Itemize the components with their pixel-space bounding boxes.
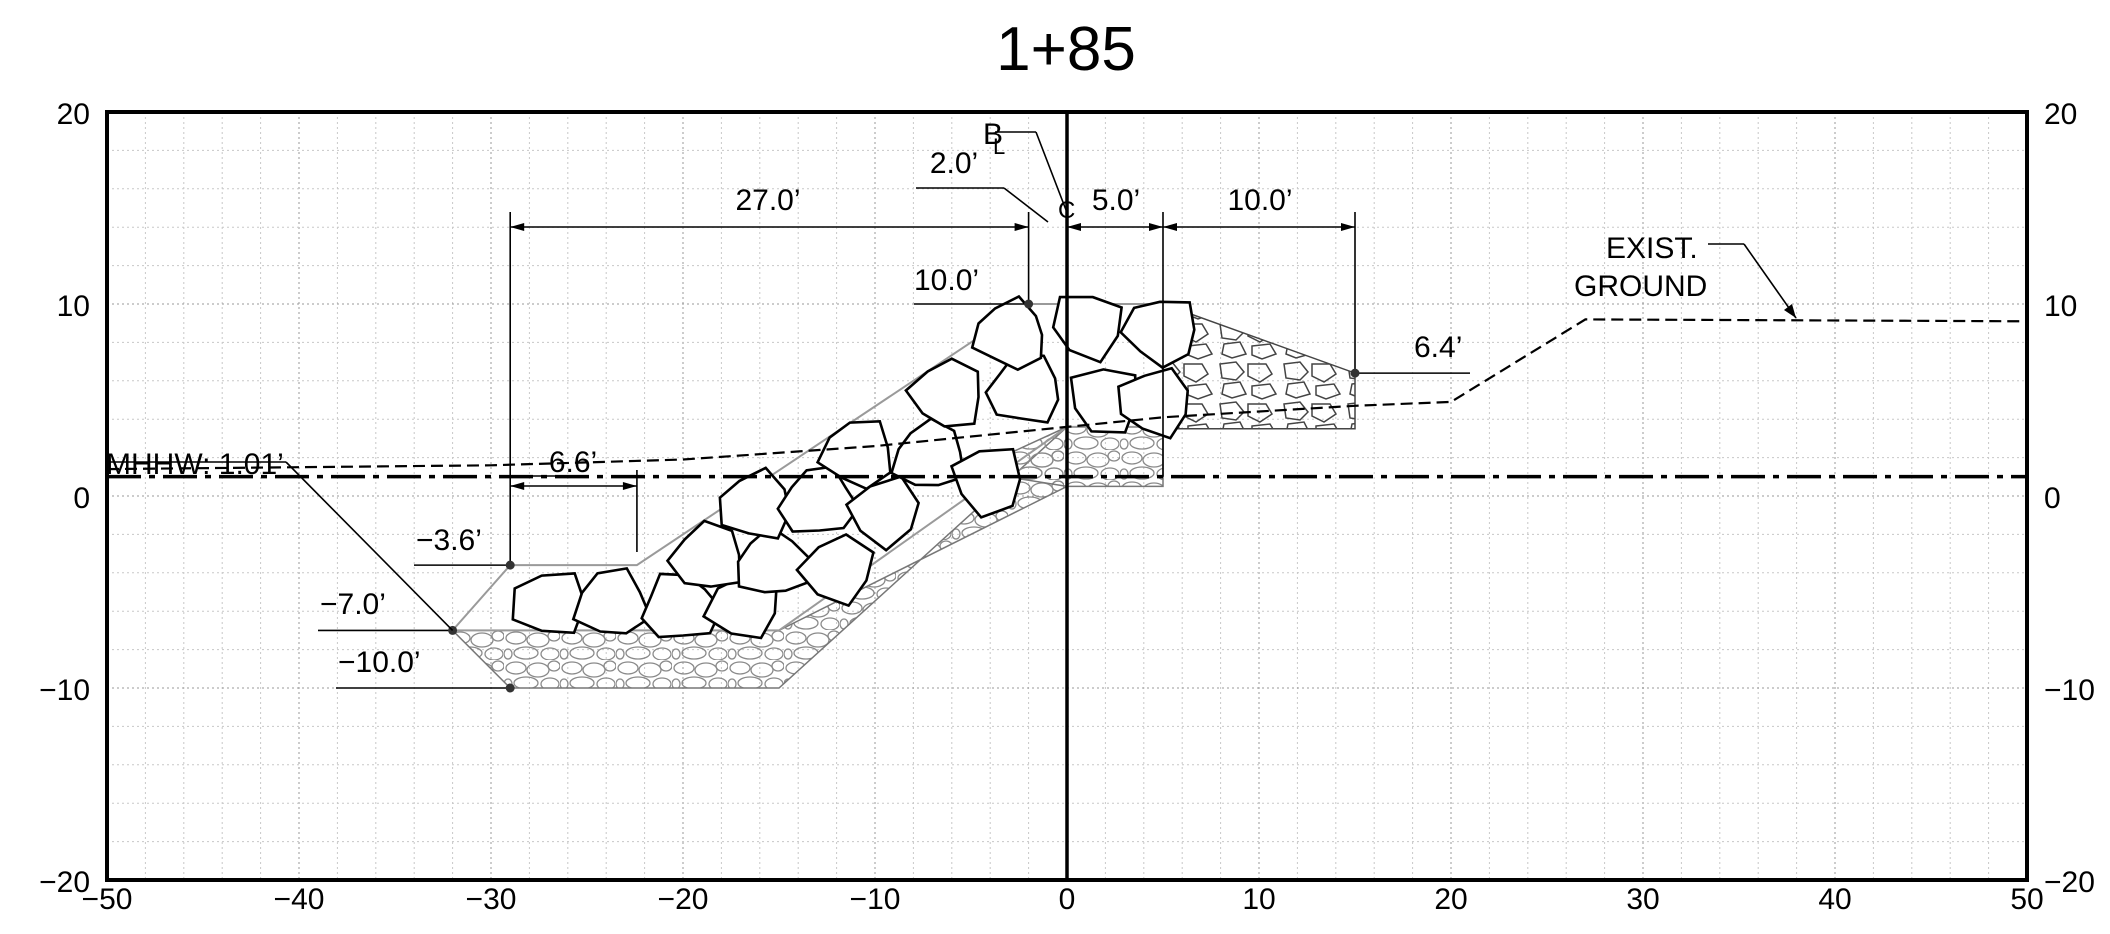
y-tick-label-left: 10 (57, 290, 90, 323)
x-tick-label: 10 (1242, 883, 1275, 916)
elevation-point (505, 560, 515, 570)
y-tick-label-left: −10 (39, 674, 90, 707)
x-tick-label: −20 (658, 883, 709, 916)
elevation-point (1024, 299, 1034, 309)
dim-label-5: 5.0’ (1092, 184, 1140, 217)
y-axis-left: 20 10 0 −10 −20 (39, 98, 90, 899)
annotations (106, 131, 1797, 693)
baseline-symbol-l: L (993, 134, 1005, 159)
mhhw-leader-line (285, 461, 454, 631)
armor-stone (904, 357, 980, 428)
exist-ground-label-line1: EXIST. (1606, 232, 1698, 265)
exist-ground-label-line2: GROUND (1574, 270, 1707, 303)
armor-stone (665, 519, 742, 588)
section-title: 1+85 (996, 15, 1136, 84)
armor-stone (1051, 295, 1124, 364)
dim-label-10-top: 10.0’ (1227, 184, 1292, 217)
x-tick-label: −40 (274, 883, 325, 916)
x-tick-label: 50 (2010, 883, 2043, 916)
armor-stone (949, 447, 1022, 519)
elevation-point (1350, 368, 1360, 378)
armor-stone (571, 566, 653, 635)
leader-line-baseline (1035, 131, 1067, 211)
dimension-arrowhead (1341, 223, 1355, 231)
exist-ground-arrowhead (1784, 304, 1796, 318)
armor-stone (844, 474, 921, 552)
armor-stone (1119, 300, 1196, 370)
elev-label-6-4: 6.4’ (1414, 331, 1462, 364)
mhhw-label: MHHW: 1.01’ (106, 448, 284, 481)
armor-stone (795, 533, 875, 608)
x-tick-label: 0 (1059, 883, 1076, 916)
leader-line-2 (1003, 187, 1049, 223)
x-tick-label: −50 (82, 883, 133, 916)
dimension-arrowhead (622, 482, 637, 490)
armor-stone (718, 466, 791, 540)
armor-stone (970, 294, 1044, 372)
y-axis-right: 20 10 0 −10 −20 (2044, 98, 2095, 899)
dimension-arrowhead (510, 223, 525, 231)
elevation-point (505, 683, 515, 693)
dimension-arrowhead (1163, 223, 1177, 231)
elev-label-m10: −10.0’ (338, 646, 421, 679)
x-tick-label: 30 (1626, 883, 1659, 916)
dimension-arrowhead (1014, 223, 1029, 231)
armor-stone (511, 572, 587, 635)
x-tick-label: −10 (850, 883, 901, 916)
exist-ground-leader (1743, 243, 1797, 319)
y-tick-label-right: 10 (2044, 290, 2077, 323)
existing-ground-line (106, 318, 2028, 471)
x-tick-label: −30 (466, 883, 517, 916)
dimension-arrowhead (510, 482, 525, 490)
elev-label-m7: −7.0’ (320, 588, 386, 621)
y-tick-label-left: 0 (73, 482, 90, 515)
x-axis: −50 −40 −30 −20 −10 0 10 20 30 40 50 (82, 883, 2044, 916)
y-tick-label-left: 20 (57, 98, 90, 131)
x-tick-label: 40 (1818, 883, 1851, 916)
dimension-arrowhead (1067, 223, 1081, 231)
elev-label-m3-6: −3.6’ (416, 524, 482, 557)
armor-stone (776, 465, 861, 533)
y-tick-label-right: 20 (2044, 98, 2077, 131)
centerline-symbol-c: C (1058, 197, 1075, 224)
dim-label-6-6: 6.6’ (549, 446, 597, 479)
y-tick-label-left: −20 (39, 866, 90, 899)
baseline-symbol-b: B (983, 118, 1003, 151)
dim-label-2: 2.0’ (930, 147, 978, 180)
elev-label-10: 10.0’ (914, 264, 979, 297)
dim-label-27: 27.0’ (735, 184, 800, 217)
y-tick-label-right: 0 (2044, 482, 2061, 515)
x-tick-label: 20 (1434, 883, 1467, 916)
section-layers (106, 112, 2028, 880)
dimension-arrowhead (1149, 223, 1163, 231)
y-tick-label-right: −20 (2044, 866, 2095, 899)
y-tick-label-right: −10 (2044, 674, 2095, 707)
